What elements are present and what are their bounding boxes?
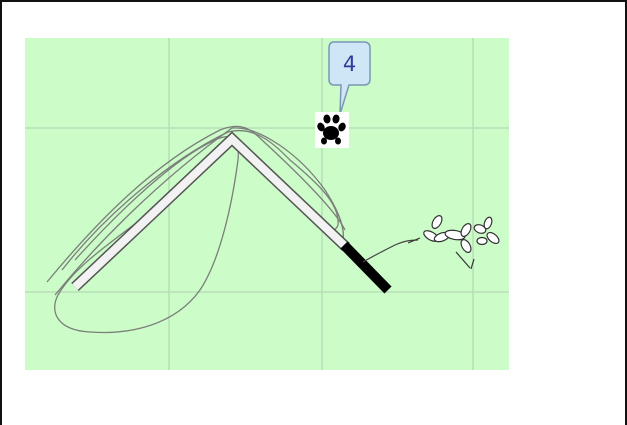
stick-tip <box>340 241 392 294</box>
balloon-dog-icon <box>407 215 500 270</box>
field-background <box>25 38 509 370</box>
leash-line <box>362 239 419 263</box>
paw-print-icon <box>315 112 349 148</box>
stick <box>71 131 392 294</box>
number-callout: 4 <box>328 41 371 115</box>
callout-number: 4 <box>343 52 356 76</box>
grid-field <box>25 38 509 370</box>
